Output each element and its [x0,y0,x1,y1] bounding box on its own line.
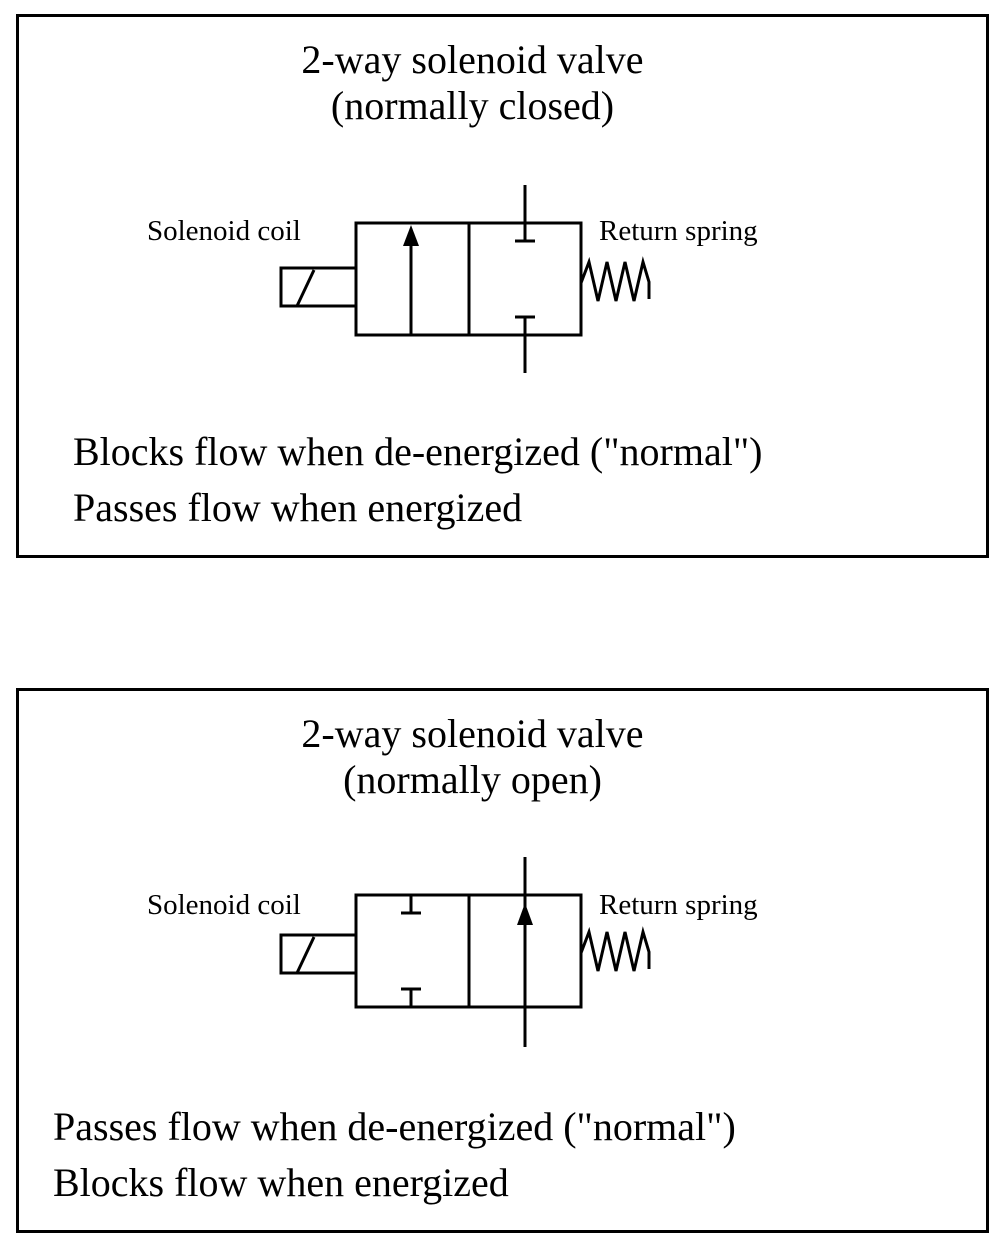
solenoid-coil-icon [279,933,358,975]
flow-arrow-icon [517,857,533,1047]
return-spring-label: Return spring [599,889,758,921]
blocked-port-icon [401,895,421,1007]
normally-closed-valve-panel: 2-way solenoid valve (normally closed) S… [16,14,989,558]
panel-title: 2-way solenoid valve [301,37,644,82]
valve-symbol-nc [279,185,651,373]
description-line-1: Blocks flow when de-energized ("normal") [73,429,763,474]
return-spring-icon [579,256,651,302]
description-line-2: Passes flow when energized [73,485,523,530]
normally-open-valve-panel: 2-way solenoid valve (normally open) Sol… [16,688,989,1233]
panel-subtitle: (normally closed) [330,83,615,128]
panel-title: 2-way solenoid valve [301,711,644,756]
valve-symbol-no [279,857,651,1047]
valve-body [354,893,583,1009]
return-spring-label: Return spring [599,215,758,247]
description-line-2: Blocks flow when energized [53,1160,509,1205]
valve-body [354,221,583,337]
flow-arrow-icon [403,225,419,335]
blocked-port-icon [515,185,535,373]
solenoid-coil-label: Solenoid coil [147,889,301,921]
solenoid-coil-label: Solenoid coil [147,215,301,247]
description-line-1: Passes flow when de-energized ("normal") [53,1104,736,1149]
return-spring-icon [579,926,651,972]
panel-subtitle: (normally open) [343,757,602,802]
solenoid-coil-icon [279,266,358,308]
